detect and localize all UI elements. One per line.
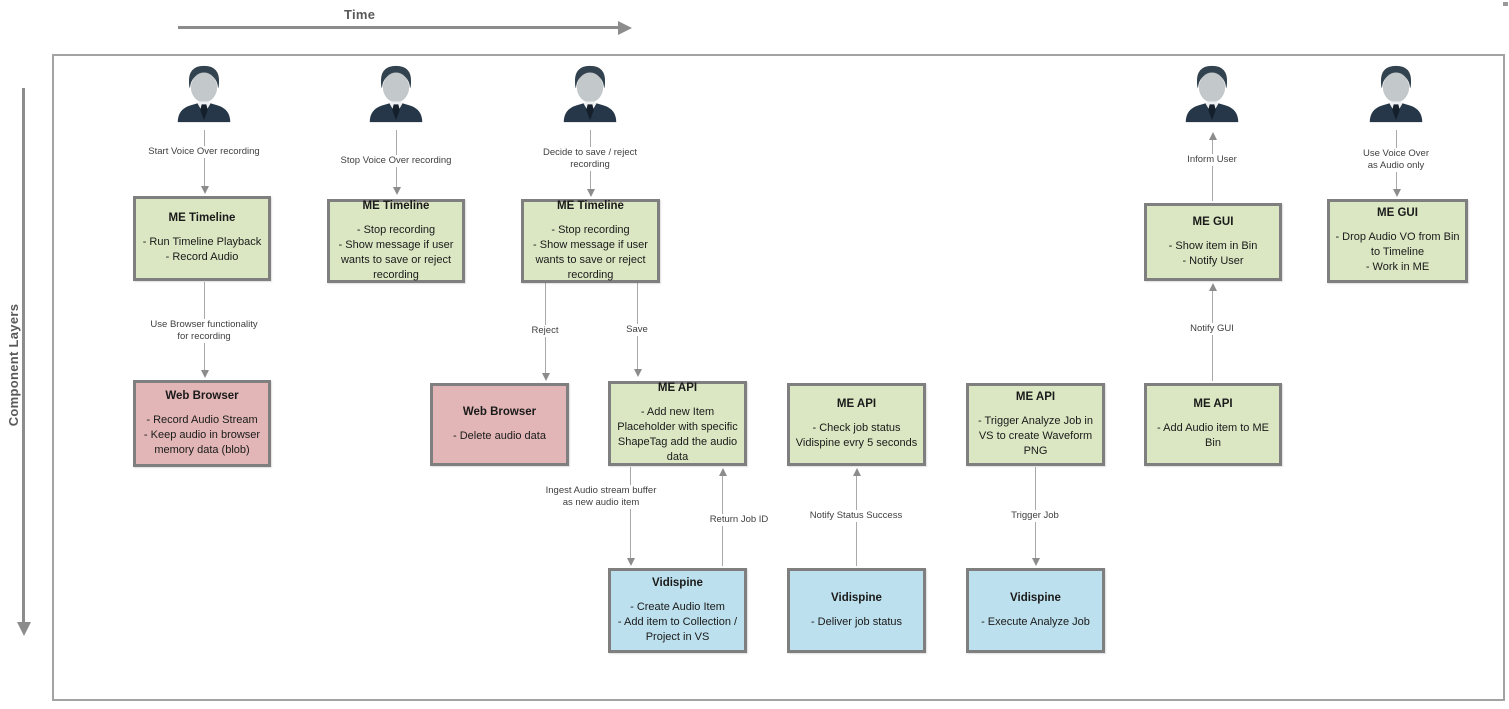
box-body: - Add Audio item to ME Bin: [1157, 422, 1269, 449]
box-vidispine-execute-analyze: Vidispine - Execute Analyze Job: [966, 568, 1105, 653]
box-me-gui-show-item: ME GUI - Show item in Bin - Notify User: [1144, 203, 1282, 281]
box-me-timeline-decide: ME Timeline - Stop recording - Show mess…: [521, 199, 660, 283]
edge-label-start-voice-over: Start Voice Over recording: [145, 146, 263, 158]
box-body: - Delete audio data: [453, 429, 546, 442]
box-me-api-add-item: ME API - Add new Item Placeholder with s…: [608, 381, 747, 466]
box-title: ME GUI: [1377, 207, 1418, 219]
box-title: ME Timeline: [557, 199, 624, 212]
component-layers-axis-label: Component Layers: [6, 303, 21, 427]
arrow-user-to-timeline-1: [200, 130, 209, 194]
box-title: Vidispine: [831, 591, 882, 604]
box-title: ME API: [657, 382, 698, 394]
edge-label-ingest: Ingest Audio stream buffer as new audio …: [542, 485, 660, 509]
box-web-browser-delete: Web Browser - Delete audio data: [430, 383, 569, 466]
box-title: ME Timeline: [168, 212, 236, 224]
arrow-notify-gui: [1208, 283, 1217, 381]
user-person-icon: [369, 65, 423, 123]
box-me-timeline-start: ME Timeline - Run Timeline Playback - Re…: [133, 196, 271, 281]
box-vidispine-create-item: Vidispine - Create Audio Item - Add item…: [608, 568, 747, 653]
box-body: - Execute Analyze Job: [981, 615, 1090, 628]
edge-label-notify-gui: Notify GUI: [1187, 323, 1237, 335]
box-body: - Drop Audio VO from Bin to Timeline - W…: [1335, 231, 1460, 273]
edge-label-save: Save: [623, 324, 651, 336]
box-me-timeline-stop: ME Timeline - Stop recording - Show mess…: [327, 199, 465, 283]
box-me-api-check-status: ME API - Check job status Vidispine evry…: [787, 383, 926, 466]
time-axis-arrow: [178, 21, 632, 35]
box-body: - Deliver job status: [810, 615, 903, 628]
box-title: Vidispine: [652, 576, 703, 589]
edge-label-use-browser: Use Browser functionality for recording: [147, 319, 261, 343]
edge-label-decide: Decide to save / reject recording: [540, 147, 640, 171]
diagram-canvas: [52, 54, 1505, 701]
box-me-api-add-to-bin: ME API - Add Audio item to ME Bin: [1144, 383, 1282, 466]
box-title: ME API: [836, 398, 877, 410]
box-title: Web Browser: [165, 389, 239, 402]
edge-label-stop-voice-over: Stop Voice Over recording: [337, 155, 455, 167]
box-title: Vidispine: [1010, 591, 1061, 604]
box-vidispine-deliver-status: Vidispine - Deliver job status: [787, 568, 926, 653]
box-body: - Stop recording - Show message if user …: [533, 223, 648, 281]
edge-label-return-job-id: Return Job ID: [706, 514, 772, 526]
edge-label-reject: Reject: [528, 325, 562, 337]
box-title: ME API: [1015, 390, 1056, 403]
box-body: - Run Timeline Playback - Record Audio: [142, 236, 262, 263]
edge-label-notify-status: Notify Status Success: [806, 510, 906, 522]
box-web-browser-record: Web Browser - Record Audio Stream - Keep…: [133, 380, 271, 467]
box-body: - Stop recording - Show message if user …: [338, 223, 454, 281]
box-body: - Create Audio Item - Add item to Collec…: [617, 600, 738, 643]
box-body: - Add new Item Placeholder with specific…: [617, 406, 738, 463]
corner-artifact: [1503, 2, 1508, 6]
arrow-ingest: [626, 467, 635, 566]
component-layers-axis-arrow: [17, 88, 31, 636]
user-person-icon: [563, 65, 617, 123]
box-title: ME Timeline: [362, 199, 430, 212]
time-axis-label: Time: [344, 7, 376, 22]
edge-label-trigger-job: Trigger Job: [1008, 510, 1062, 522]
edge-label-inform-user: Inform User: [1184, 154, 1240, 166]
user-person-icon: [177, 65, 231, 123]
user-person-icon: [1185, 65, 1239, 123]
box-body: - Check job status Vidispine evry 5 seco…: [795, 422, 918, 449]
box-body: - Trigger Analyze Job in VS to create Wa…: [978, 414, 1093, 457]
box-title: Web Browser: [462, 405, 537, 418]
box-title: ME API: [1193, 398, 1233, 410]
edge-label-use-voice-over: Use Voice Over as Audio only: [1360, 148, 1432, 172]
box-body: - Show item in Bin - Notify User: [1168, 239, 1258, 267]
box-me-api-trigger-analyze: ME API - Trigger Analyze Job in VS to cr…: [966, 383, 1105, 466]
arrow-inform-user: [1208, 132, 1217, 201]
user-person-icon: [1369, 65, 1423, 123]
box-me-gui-use-vo: ME GUI - Drop Audio VO from Bin to Timel…: [1327, 199, 1468, 283]
box-title: ME GUI: [1192, 215, 1234, 228]
box-body: - Record Audio Stream - Keep audio in br…: [143, 413, 261, 456]
